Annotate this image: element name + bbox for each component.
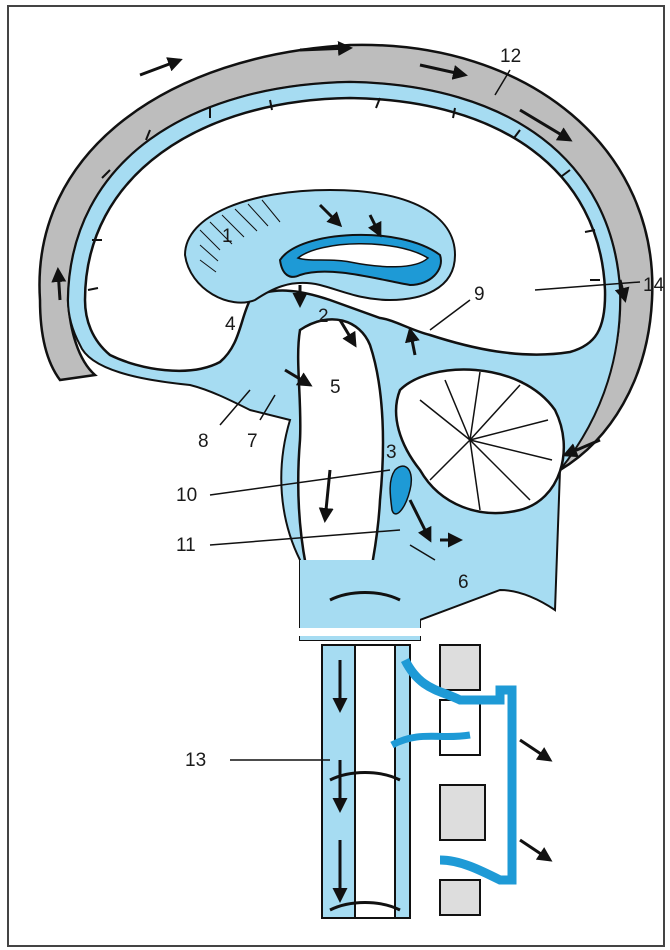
label-12: 12 [500,46,521,67]
label-6: 6 [458,572,469,593]
label-7: 7 [247,431,258,452]
label-3: 3 [386,442,397,463]
label-1: 1 [222,226,233,247]
label-9: 9 [474,284,485,305]
label-11: 11 [176,535,196,556]
label-5: 5 [330,377,341,398]
label-2: 2 [318,306,329,327]
spinal-cord [355,645,395,918]
label-14: 14 [643,275,665,296]
label-8: 8 [198,431,209,452]
label-13: 13 [185,750,206,771]
label-10: 10 [176,485,197,506]
label-4: 4 [225,314,236,335]
